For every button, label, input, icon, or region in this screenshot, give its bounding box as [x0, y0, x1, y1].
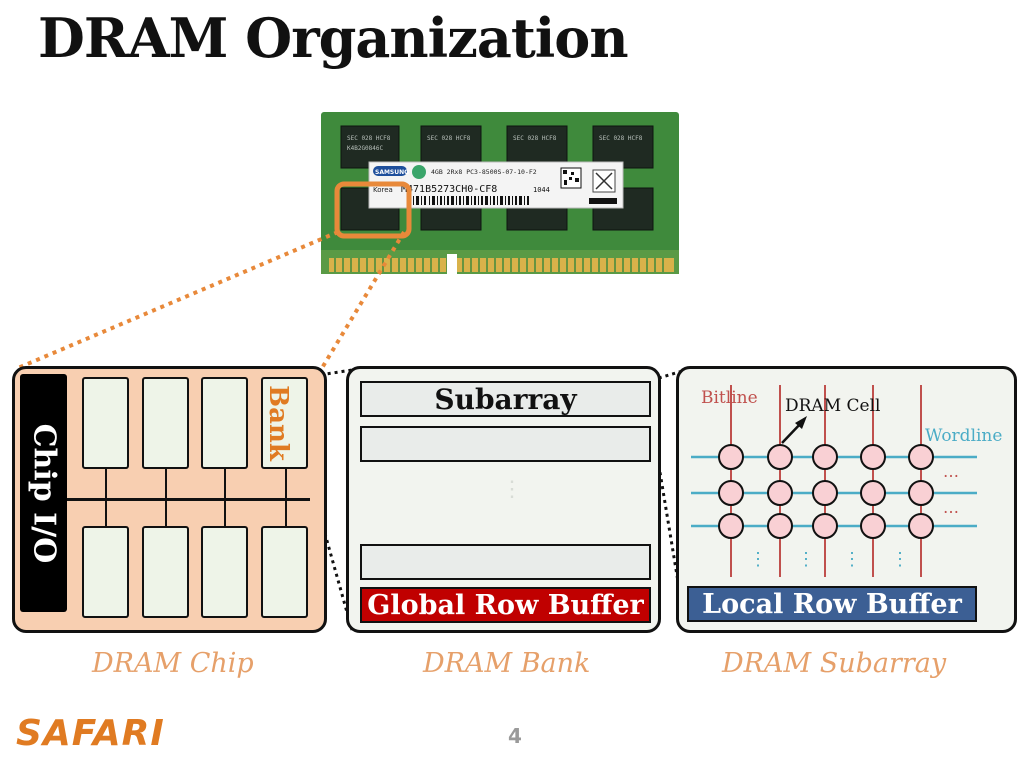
dram-bank-caption: DRAM Bank — [423, 648, 591, 679]
bank-block — [201, 526, 248, 618]
bank-block-highlighted — [261, 377, 308, 469]
dimm-label-part: M471B5273CH0-CF8 — [401, 184, 497, 195]
horizontal-ellipsis: … — [943, 462, 959, 481]
bitline-label: Bitline — [701, 388, 758, 408]
page-number: 4 — [508, 724, 522, 748]
chip-marking: K4B2G0846C — [347, 145, 384, 152]
subarray-block — [360, 544, 651, 580]
dram-chip-caption: DRAM Chip — [92, 648, 254, 679]
vertical-ellipsis: ⋮ — [891, 549, 909, 570]
bank-block — [201, 377, 248, 469]
chip-io-label: Chip I/O — [26, 423, 62, 563]
chip-marking: SEC 028 HCF8 — [347, 135, 391, 142]
safari-logo: SAFARI — [16, 713, 165, 754]
dram-bank-panel: Subarray ⋮ Global Row Buffer — [346, 366, 661, 633]
vertical-ellipsis: ⋮ — [843, 549, 861, 570]
chip-marking: SEC 028 HCF8 — [599, 135, 643, 142]
vertical-ellipsis: ⋮ — [749, 549, 767, 570]
horizontal-ellipsis: … — [943, 498, 959, 517]
dram-cell-label: DRAM Cell — [785, 396, 880, 416]
slide-title: DRAM Organization — [38, 6, 629, 70]
subarray-label: Subarray — [434, 383, 577, 416]
global-row-buffer: Global Row Buffer — [360, 587, 651, 623]
bank-block — [142, 377, 189, 469]
bank-block — [82, 526, 129, 618]
dimm-label-code: 1044 — [533, 186, 550, 194]
chip-io-block — [20, 374, 67, 612]
dram-chip-panel: Chip I/O Bank — [12, 366, 327, 633]
bank-block — [82, 377, 129, 469]
subarray-block — [360, 381, 651, 417]
bank-label: Bank — [263, 385, 293, 461]
brand-logo: SAMSUNG — [375, 169, 409, 176]
bank-connector — [165, 467, 167, 529]
bank-connector — [105, 467, 107, 529]
dimm-label-spec: 4GB 2Rx8 PC3-8500S-07-10-F2 — [431, 168, 537, 176]
dimm-module-image: SEC 028 HCF8 K4B2G0846C SEC 028 HCF8 SEC… — [321, 112, 679, 274]
chip-marking: SEC 028 HCF8 — [427, 135, 471, 142]
chip-marking: SEC 028 HCF8 — [513, 135, 557, 142]
bank-connector — [285, 467, 287, 529]
local-row-buffer: Local Row Buffer — [687, 586, 977, 622]
bank-connector — [224, 467, 226, 529]
subarray-grid: Bitline DRAM Cell Wordline … … ⋮ ⋮ ⋮ ⋮ — [691, 385, 1002, 577]
dram-subarray-caption: DRAM Subarray — [722, 648, 947, 679]
chip-bus-line — [67, 498, 310, 501]
wordline-label: Wordline — [925, 426, 1002, 446]
dimm-label-country: Korea — [373, 186, 393, 194]
bank-block — [142, 526, 189, 618]
dram-subarray-panel: Bitline DRAM Cell Wordline … … ⋮ ⋮ ⋮ ⋮ L… — [676, 366, 1017, 633]
vertical-ellipsis: ⋮ — [797, 549, 815, 570]
subarray-block — [360, 426, 651, 462]
bank-block — [261, 526, 308, 618]
vertical-ellipsis: ⋮ — [501, 477, 523, 502]
